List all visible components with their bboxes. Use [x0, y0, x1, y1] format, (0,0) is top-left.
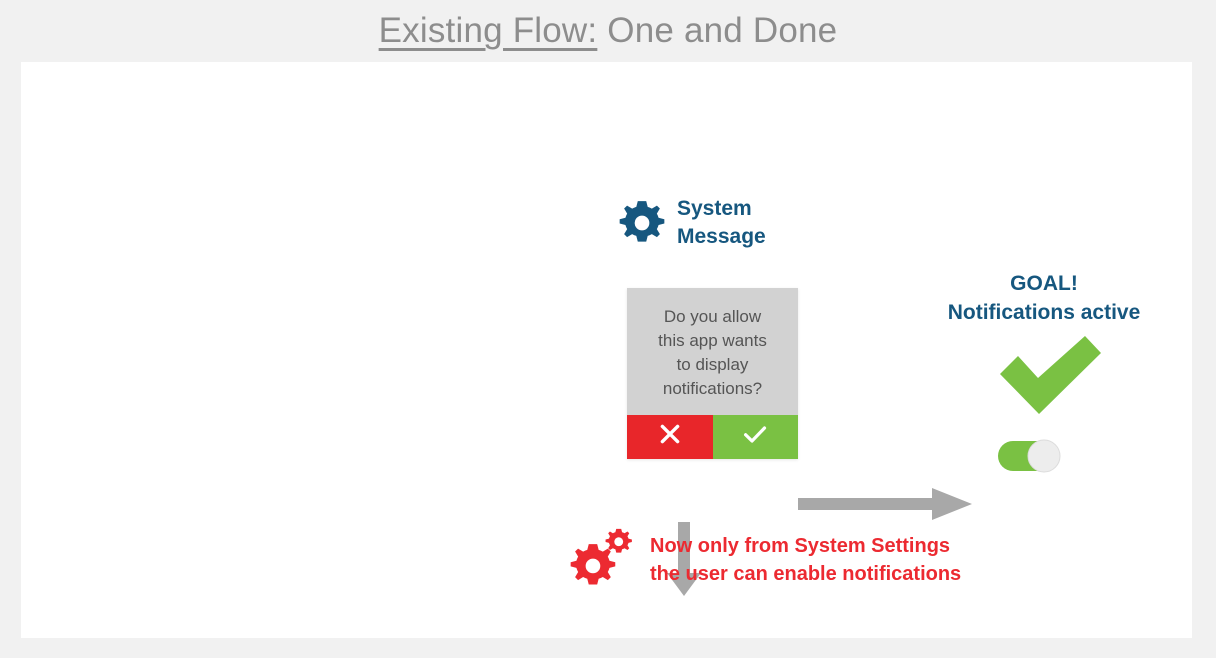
permission-dialog: Do you allow this app wants to display n… — [627, 288, 798, 459]
arrow-right-icon — [798, 485, 973, 523]
dialog-body: Do you allow this app wants to display n… — [627, 288, 798, 415]
system-message-label: System Message — [677, 197, 766, 248]
flow-diagram: System Message Do you allow this app wan… — [21, 62, 1192, 638]
gears-icon — [566, 527, 642, 593]
page-title-emphasis: Existing Flow: — [378, 11, 598, 50]
page-title-rest: One and Done — [597, 11, 838, 50]
gear-icon — [617, 198, 667, 248]
goal-label: GOAL! Notifications active — [947, 272, 1141, 325]
settings-note-group: Now only from System Settings the user c… — [566, 527, 961, 593]
settings-note-label: Now only from System Settings the user c… — [650, 534, 962, 585]
checkmark-icon — [994, 334, 1106, 419]
close-x-icon — [657, 421, 683, 452]
dialog-message-text: Do you allow this app wants to display n… — [658, 307, 767, 399]
toggle-on-icon[interactable] — [998, 439, 1064, 473]
checkmark-icon — [740, 419, 770, 454]
page-title: Existing Flow: One and Done — [0, 0, 1216, 62]
allow-button[interactable] — [712, 414, 798, 459]
slide-canvas: System Message Do you allow this app wan… — [21, 62, 1192, 638]
arrow-down-icon — [662, 522, 706, 597]
system-message-group: System Message — [617, 195, 766, 250]
dialog-button-row — [627, 414, 798, 459]
deny-button[interactable] — [627, 414, 713, 459]
